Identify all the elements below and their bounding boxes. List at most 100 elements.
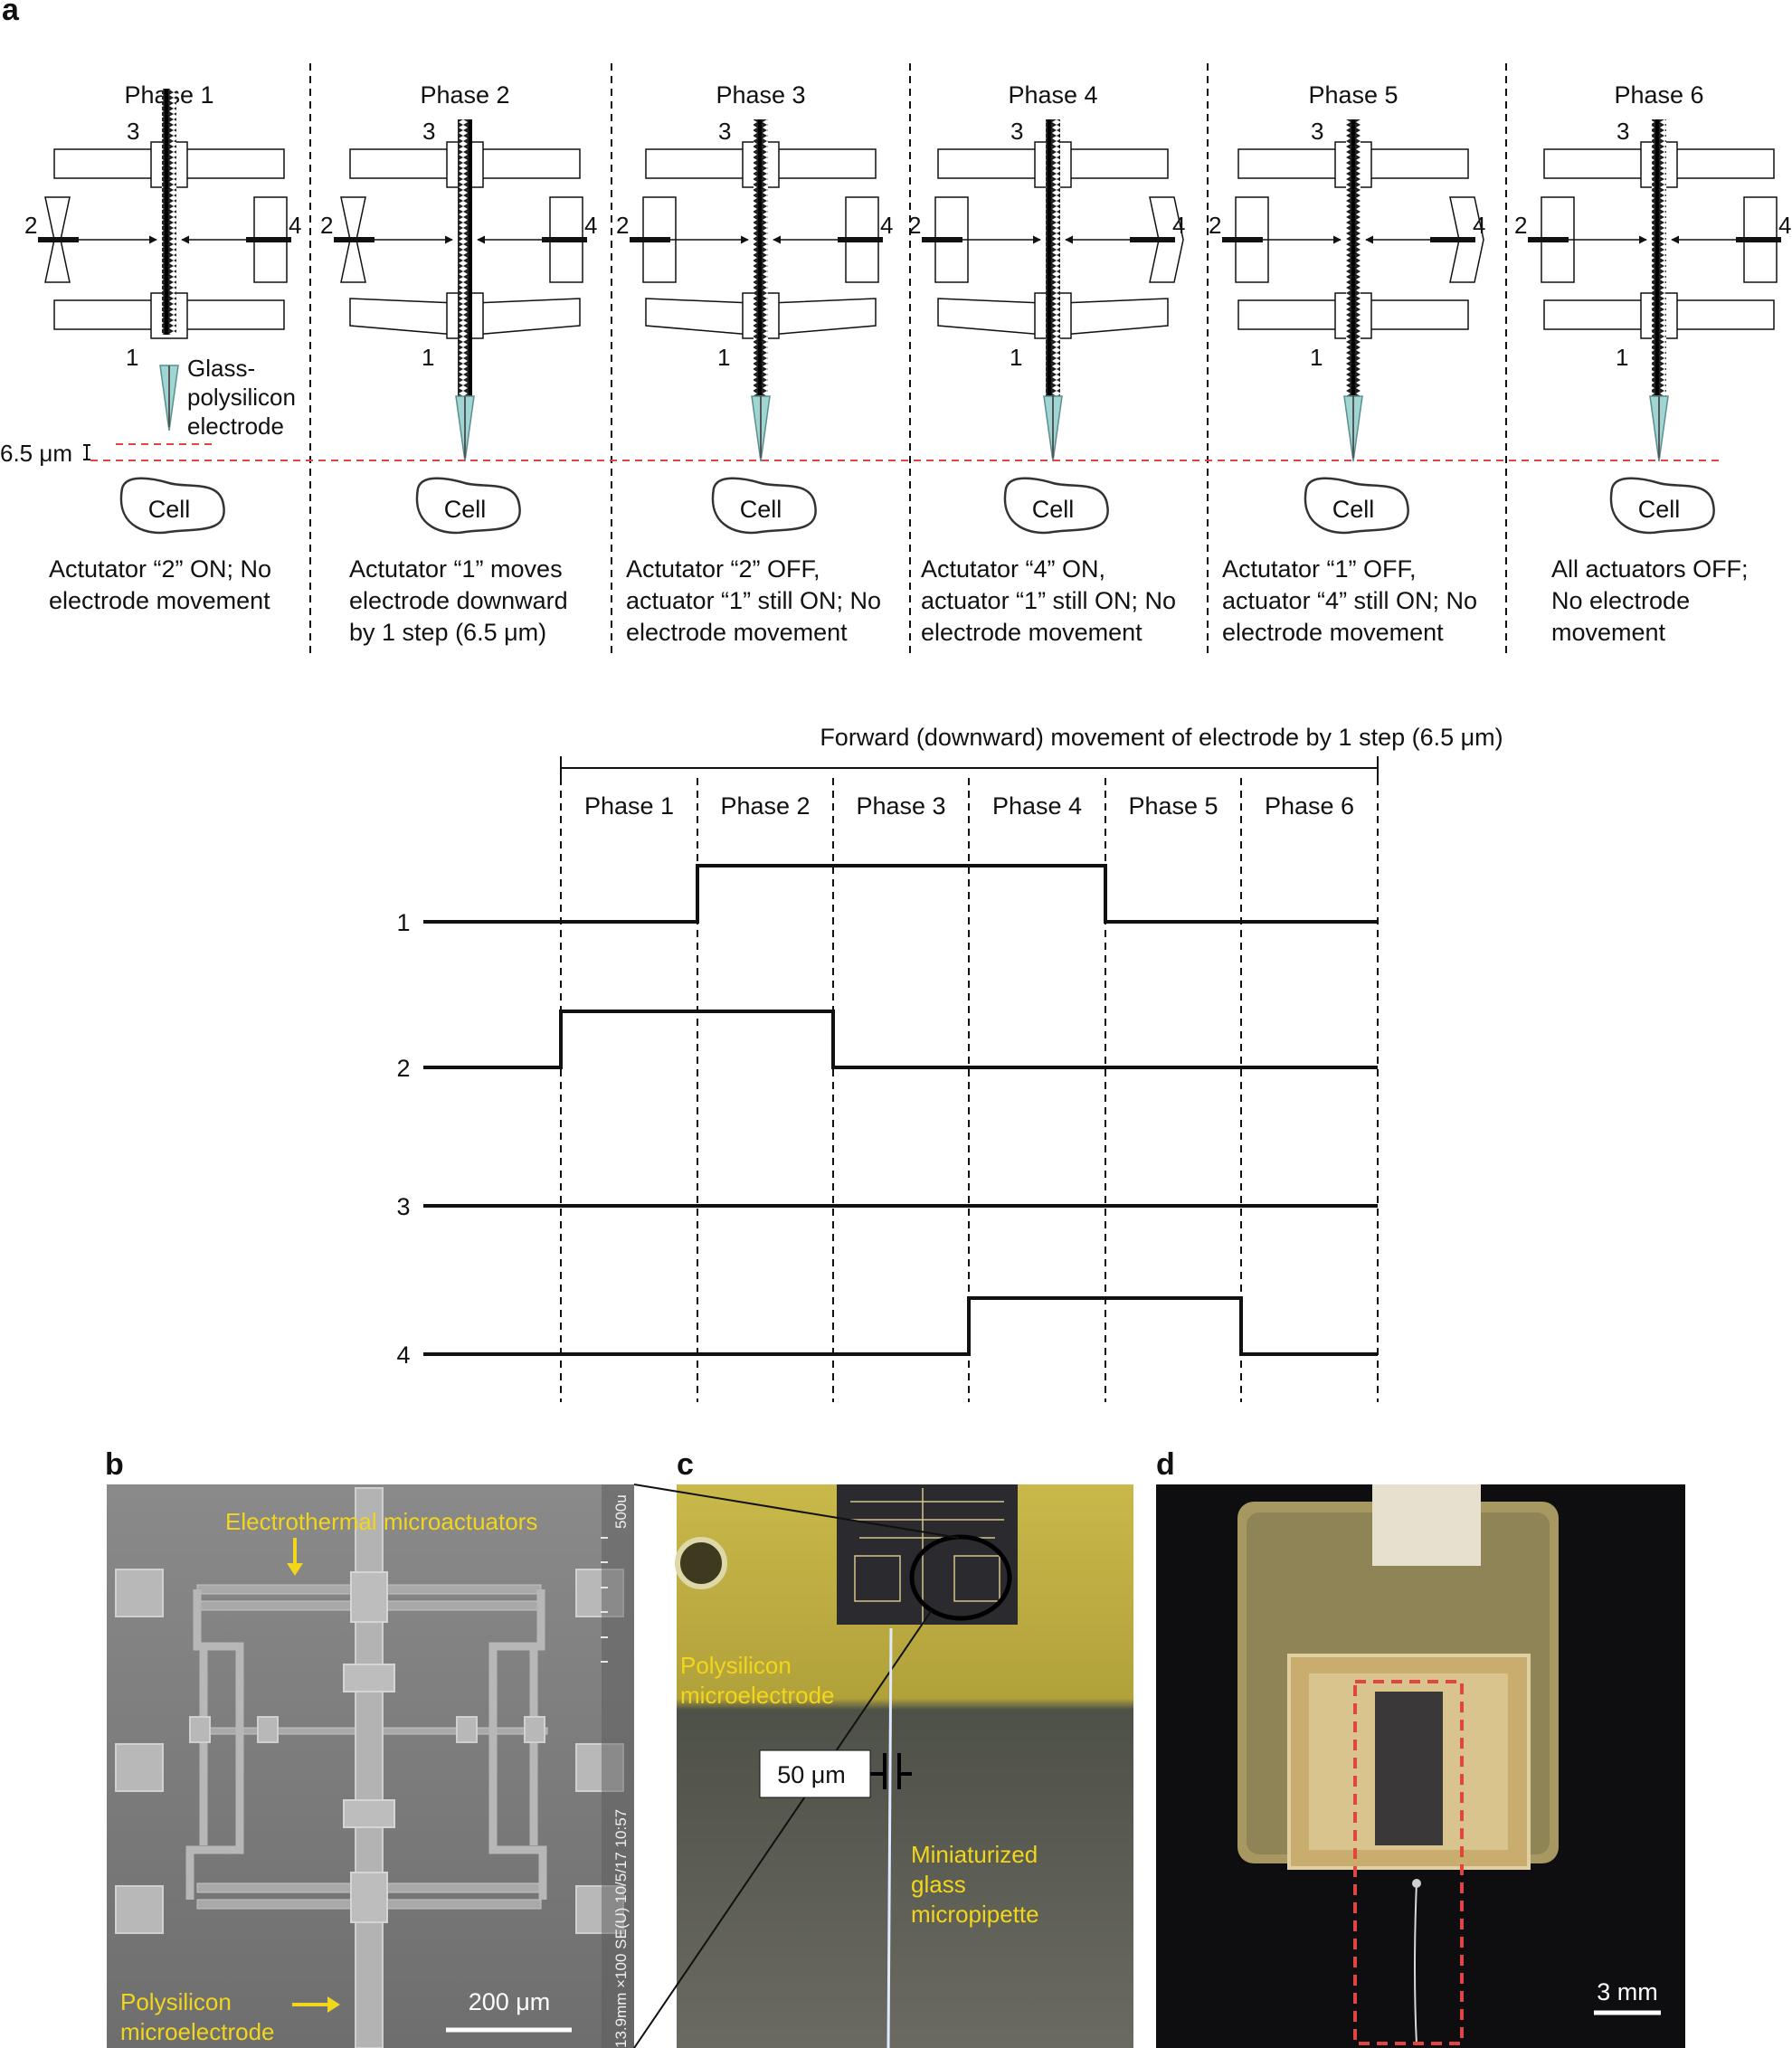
- phase-caption-line: Actutator “2” OFF,: [626, 555, 820, 583]
- microelectrode-label-c-1: Polysilicon: [680, 1652, 792, 1679]
- electrode-label: Glass- polysilicon electrode: [187, 355, 296, 440]
- zoom-line-top: [633, 1484, 960, 1539]
- phase-title: Phase 2: [420, 81, 509, 109]
- timing-phase-label: Phase 3: [856, 792, 945, 820]
- cell-shape: [711, 477, 817, 535]
- phase-title: Phase 4: [1008, 81, 1097, 109]
- electrode-shaft: [1046, 119, 1060, 396]
- phase-title: Phase 5: [1308, 81, 1398, 109]
- actuator-number-2: 2: [908, 212, 921, 239]
- scale-label-b: 200 μm: [469, 1988, 551, 2015]
- actuator-number-1: 1: [126, 344, 138, 371]
- phase-title: Phase 3: [716, 81, 805, 109]
- cell-shape: [415, 477, 521, 535]
- timing-signal-trace: [423, 1296, 1378, 1356]
- phase-title: Phase 6: [1614, 81, 1703, 109]
- cell-shape: [1003, 477, 1109, 535]
- phase-caption-line: by 1 step (6.5 μm): [349, 619, 546, 646]
- electrode-label-line-2: polysilicon: [187, 384, 296, 411]
- timing-signal-label: 3: [396, 1193, 410, 1220]
- cell-shape: [1304, 477, 1409, 535]
- phase-caption-line: electrode movement: [921, 619, 1143, 646]
- timing-phase-label: Phase 1: [584, 792, 674, 820]
- timing-diagram: Forward (downward) movement of electrode…: [396, 724, 1503, 1402]
- electrode-shaft: [162, 89, 176, 335]
- actuator-number-1: 1: [717, 344, 730, 371]
- actuator-number-3: 3: [127, 118, 139, 145]
- cell-label: Cell: [740, 496, 782, 523]
- cell-label: Cell: [1638, 496, 1681, 523]
- actuator-number-3: 3: [718, 118, 731, 145]
- actuator-number-3: 3: [1311, 118, 1323, 145]
- phase-caption-line: movement: [1551, 619, 1666, 646]
- timing-title: Forward (downward) movement of electrode…: [820, 724, 1503, 751]
- phase-caption-line: actuator “1” still ON; No: [626, 587, 881, 614]
- micropipette-label-3: micropipette: [911, 1901, 1039, 1928]
- panel-letter-d: d: [1156, 1447, 1175, 1482]
- actuator-number-1: 1: [1616, 344, 1628, 371]
- actuator-number-4: 4: [1778, 212, 1791, 239]
- photo-d: 3 mm: [1156, 1484, 1685, 2048]
- actuator-number-1: 1: [1310, 344, 1323, 371]
- phase-caption-line: Actutator “2” ON; No: [49, 555, 271, 583]
- timing-signal-label: 2: [396, 1055, 410, 1082]
- zoom-ellipse: [909, 1534, 1012, 1621]
- actuator-number-1: 1: [1010, 344, 1022, 371]
- actuator-number-1: 1: [422, 344, 434, 371]
- photo-c: 50 μm Polysilicon microelectrode Miniatu…: [633, 1484, 1133, 2048]
- timing-signals: 1 2 3 4: [396, 864, 1378, 1369]
- phase-caption-line: electrode downward: [349, 587, 568, 614]
- phase-caption-line: All actuators OFF;: [1551, 555, 1749, 583]
- scale-label-c: 50 μm: [777, 1761, 846, 1788]
- phase-caption-line: actuator “4” still ON; No: [1222, 587, 1477, 614]
- timing-signal-trace: [423, 1010, 1378, 1069]
- actuator-number-2: 2: [320, 212, 333, 239]
- actuator-number-2: 2: [616, 212, 629, 239]
- actuator-number-4: 4: [584, 212, 597, 239]
- timing-signal-label: 4: [396, 1342, 410, 1369]
- actuator-number-3: 3: [1010, 118, 1023, 145]
- micropipette-label-1: Miniaturized: [911, 1841, 1038, 1868]
- panel-letter-c: c: [677, 1447, 694, 1482]
- actuator-number-3: 3: [422, 118, 435, 145]
- actuator-number-4: 4: [289, 212, 301, 239]
- micropipette-label-2: glass: [911, 1871, 966, 1898]
- electrode-shaft: [1652, 119, 1666, 396]
- timing-phase-label: Phase 5: [1128, 792, 1218, 820]
- electrode-shaft: [1346, 119, 1361, 396]
- timing-signal-label: 1: [396, 909, 410, 936]
- microelectrode-label-c-2: microelectrode: [680, 1682, 835, 1709]
- cell-label: Cell: [1032, 496, 1075, 523]
- sem-image: 13.9mm ×100 SE(U) 10/5/17 10:57 500u Ele…: [107, 1484, 634, 2048]
- cell-shape: [119, 477, 225, 535]
- electrode-label-line-1: Glass-: [187, 355, 255, 382]
- actuator-number-4: 4: [880, 212, 893, 239]
- phase-caption-line: electrode movement: [49, 587, 270, 614]
- zoom-line-bottom: [633, 1609, 933, 2048]
- timing-signal-trace: [423, 864, 1378, 924]
- phase-caption-line: actuator “1” still ON; No: [921, 587, 1176, 614]
- sem-info-text: 13.9mm ×100 SE(U) 10/5/17 10:57: [612, 1809, 630, 2048]
- microelectrode-label-b-1: Polysilicon: [120, 1988, 232, 2015]
- phase-caption-line: No electrode: [1551, 587, 1690, 614]
- cell-label: Cell: [1332, 496, 1375, 523]
- actuator-number-4: 4: [1172, 212, 1185, 239]
- timing-phase-label: Phase 2: [720, 792, 810, 820]
- microactuators-label: Electrothermal microactuators: [225, 1508, 537, 1535]
- timing-phase-label: Phase 4: [992, 792, 1082, 820]
- panel-letter-a: a: [2, 0, 20, 27]
- sem-corner-text: 500u: [612, 1494, 630, 1529]
- step-bracket: [83, 444, 90, 460]
- cell-label: Cell: [444, 496, 487, 523]
- phase-caption-line: Actutator “1” OFF,: [1222, 555, 1417, 583]
- micropipette: [887, 1627, 893, 2048]
- cell-label: Cell: [148, 496, 191, 523]
- panel-letter-b: b: [105, 1447, 124, 1482]
- electrode-label-line-3: electrode: [187, 412, 284, 440]
